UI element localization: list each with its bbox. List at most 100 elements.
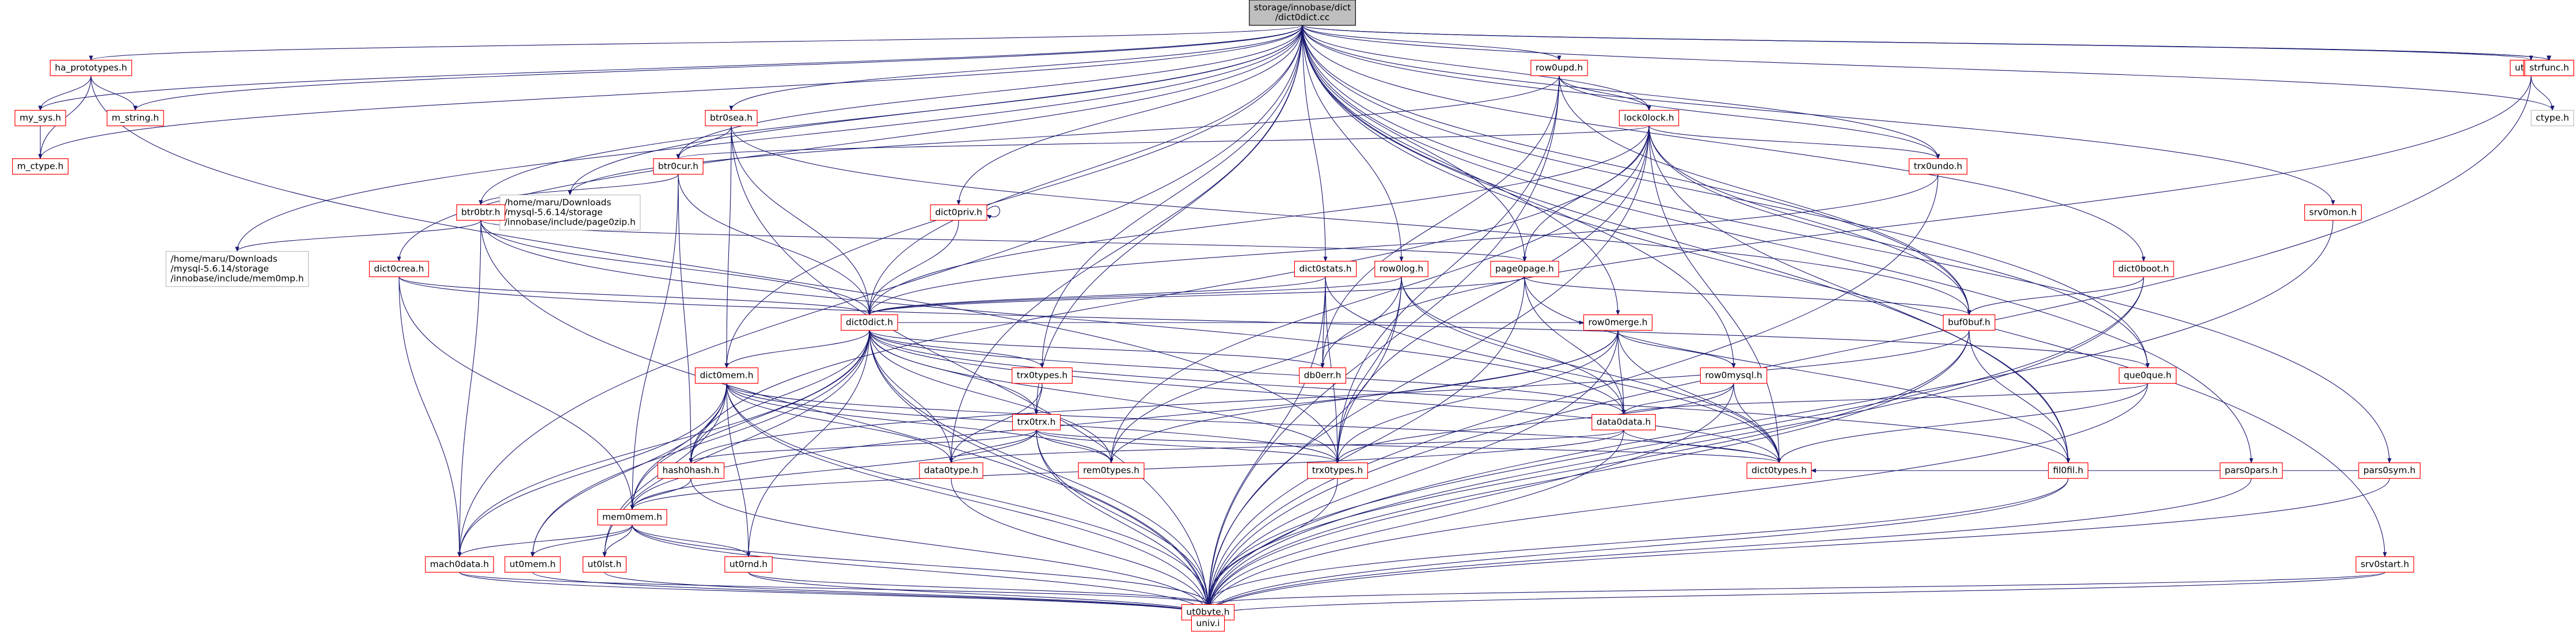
edge-hash0hash-to-univ [690,478,1210,616]
node-srv0mon[interactable]: srv0mon.h [2304,204,2362,221]
node-mem0mem[interactable]: mem0mem.h [597,509,667,526]
edge-root-to-row0mysql [1302,25,1736,369]
node-dict0types[interactable]: dict0types.h [1746,462,1812,479]
node-label-dict0mem: dict0mem.h [700,370,753,381]
node-box-my_sys [14,109,66,127]
node-page0page[interactable]: page0page.h [1490,260,1559,278]
edge-dict0mem-to-mem0mem [630,383,727,510]
edge-dict0dict-to-dict0mem [724,330,870,369]
node-que0que[interactable]: que0que.h [2118,367,2177,384]
node-dict0crea[interactable]: dict0crea.h [368,260,430,278]
edge-lock0lock-to-trx0undo [1648,126,1940,160]
node-dict0priv[interactable]: dict0priv.h [930,204,987,221]
node-box-dict0priv [930,204,987,221]
node-srv0start[interactable]: srv0start.h [2355,556,2414,573]
node-ut0mem[interactable]: ut0mem.h [504,556,561,573]
edge-dict0dict-to-fil0fil [869,330,2070,464]
node-ha_prototypes[interactable]: ha_prototypes.h [50,59,132,77]
edge-row0upd-to-buf0buf [1559,75,1971,316]
node-dict0stats[interactable]: dict0stats.h [1294,260,1357,278]
node-pars0sym[interactable]: pars0sym.h [2358,462,2421,479]
edge-pars0pars-to-univ [1206,478,2252,616]
node-row0upd[interactable]: row0upd.h [1530,59,1588,77]
node-db0err[interactable]: db0err.h [1298,367,1347,384]
edge-dict0dict-to-mem0mem [630,330,870,510]
node-univ[interactable]: univ.i [1191,615,1225,632]
node-label-lock0lock: lock0lock.h [1624,113,1674,123]
node-trx0types[interactable]: trx0types.h [1012,367,1073,384]
node-label-row0log: row0log.h [1380,264,1423,274]
edge-lock0lock-to-trx0types_h [1335,126,1650,464]
node-label-dict0boot: dict0boot.h [2118,264,2169,274]
node-box-univ [1191,615,1225,632]
node-lock0lock[interactable]: lock0lock.h [1618,109,1680,127]
node-label-my_sys: my_sys.h [20,113,61,124]
edge-ha_prototypes-to-m_string [90,75,138,111]
edge-row0mysql-to-dict0types [1733,383,1781,464]
node-trx0types_h[interactable]: trx0types.h [1307,462,1368,479]
node-dict0mem[interactable]: dict0mem.h [694,367,759,384]
node-box-srv0mon [2304,204,2362,221]
edge-dict0stats-to-univ [1206,276,1326,616]
edge-btr0sea-to-btr0cur [676,126,732,160]
node-ut0rnd[interactable]: ut0rnd.h [724,556,773,573]
node-data0type[interactable]: data0type.h [919,462,983,479]
node-m_ctype[interactable]: m_ctype.h [12,158,69,175]
node-ut0byte[interactable]: ut0byte.h [1181,604,1235,621]
node-hash0hash[interactable]: hash0hash.h [657,462,725,479]
edge-root-to-strfunc [1302,25,2551,61]
node-label-data0data: data0data.h [1597,417,1651,427]
node-row0mysql[interactable]: row0mysql.h [1700,367,1768,384]
edge-dict0boot-to-ut0byte [1206,276,2144,605]
node-btr0sea[interactable]: btr0sea.h [705,109,758,127]
edge-dict0crea-to-dict0dict [398,276,872,316]
node-trx0undo[interactable]: trx0undo.h [1909,158,1967,175]
edge-ha_prototypes-to-my_sys [38,75,92,111]
edge-mem0mem-to-ut0byte [632,525,1210,605]
node-box-buf0buf [1943,314,1996,331]
node-dict0boot[interactable]: dict0boot.h [2113,260,2174,278]
node-strfunc[interactable]: strfunc.h [2524,59,2574,77]
node-trx0trx[interactable]: trx0trx.h [1012,414,1061,431]
edge-ut0mem-to-univ [532,572,1210,616]
node-root[interactable]: storage/innobase/dict/dict0dict.cc [1249,0,1356,26]
node-fil0fil[interactable]: fil0fil.h [2048,462,2088,479]
node-box-ha_prototypes [50,59,132,77]
node-my_sys[interactable]: my_sys.h [14,109,66,127]
node-label-ut0mem: ut0mem.h [510,559,556,570]
edge-root-to-btr0btr [478,25,1303,206]
edge-dict0dict-to-rem0types [869,330,1114,464]
node-dict0dict[interactable]: dict0dict.h [841,314,898,331]
node-btr0cur[interactable]: btr0cur.h [653,158,704,175]
node-label-trx0undo: trx0undo.h [1914,161,1963,172]
node-row0log[interactable]: row0log.h [1374,260,1428,278]
edge-ut0ut-to-univ [1206,75,2532,616]
node-label-innodb_page_h-1: /mysql-5.6.14/storage [504,207,603,218]
edge-dict0stats-to-dict0dict [867,276,1326,316]
edge-btr0btr-to-data0data [480,220,1626,415]
edge-row0mysql-to-trx0types_h [1335,383,1734,464]
node-mach0data[interactable]: mach0data.h [425,556,494,573]
node-label-innodb_mem_h-1: /mysql-5.6.14/storage [170,264,269,274]
node-m_string[interactable]: m_string.h [107,109,164,127]
edge-mem0mem-to-ut0mem [530,525,633,558]
node-label-rem0types: rem0types.h [1083,465,1139,476]
edge-buf0buf-to-ut0byte [1206,330,1970,605]
edge-dict0boot-to-univ [1206,276,2144,616]
node-ut0lst[interactable]: ut0lst.h [582,556,627,573]
node-buf0buf[interactable]: buf0buf.h [1943,314,1996,331]
node-label-row0mysql: row0mysql.h [1705,370,1762,381]
node-label-ut0lst: ut0lst.h [588,559,622,570]
node-box-btr0btr [456,204,506,221]
node-data0data[interactable]: data0data.h [1591,414,1656,431]
node-row0merge[interactable]: row0merge.h [1583,314,1653,331]
node-rem0types[interactable]: rem0types.h [1078,462,1145,479]
edge-buf0buf-to-fil0fil [1969,330,2070,464]
node-pars0pars[interactable]: pars0pars.h [2220,462,2283,479]
node-label-btr0btr: btr0btr.h [461,207,500,218]
node-btr0btr[interactable]: btr0btr.h [456,204,506,221]
edge-data0data-to-univ [1206,430,1624,616]
edges-layer [38,25,2555,620]
edge-trx0trx-to-ut0byte [1036,430,1210,605]
edge-root-to-btr0sea [729,25,1303,111]
